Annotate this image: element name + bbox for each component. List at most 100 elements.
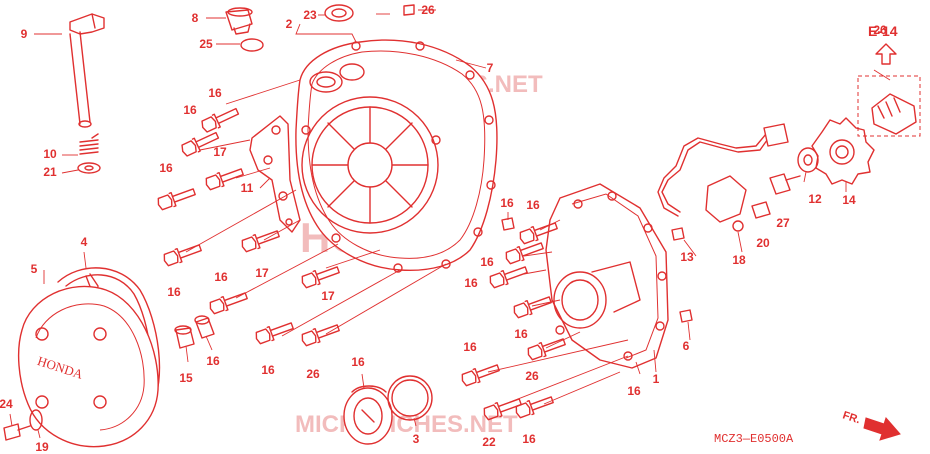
callout-10: 10 <box>43 147 57 161</box>
flange-bolt <box>205 168 244 191</box>
callout-16: 16 <box>522 432 536 446</box>
oil-filler-cap <box>225 7 253 35</box>
callout-25: 25 <box>199 37 213 51</box>
callout-23: 23 <box>303 8 317 22</box>
callout-26: 26 <box>306 367 320 381</box>
callout-3: 3 <box>413 432 420 446</box>
callout-16: 16 <box>514 327 528 341</box>
timing-hole-cap <box>343 385 393 445</box>
callout-21: 21 <box>43 165 57 179</box>
cover-bolt-special <box>194 315 215 339</box>
callout-16: 16 <box>183 103 197 117</box>
dowel-pin-mid <box>501 217 515 231</box>
callout-22: 22 <box>482 435 496 449</box>
flange-bolt <box>505 242 544 265</box>
flange-bolt <box>489 266 528 289</box>
shift-washer <box>77 162 101 174</box>
shift-spring <box>79 133 99 155</box>
flange-bolt <box>519 222 558 245</box>
flange-bolt <box>255 322 294 345</box>
callout-20: 20 <box>756 236 770 250</box>
rotor-bolt <box>769 173 801 195</box>
reference-label: E-14 <box>868 23 898 39</box>
callout-7: 7 <box>487 61 494 75</box>
callout-16: 16 <box>208 86 222 100</box>
leader-lines <box>9 9 891 439</box>
pulser-rotor <box>811 117 875 185</box>
sensor-harness <box>657 123 789 232</box>
rotor-washer <box>797 147 819 173</box>
callout-19: 19 <box>35 440 49 454</box>
callout-18: 18 <box>732 253 746 267</box>
callout-17: 17 <box>321 289 335 303</box>
callout-26: 26 <box>525 369 539 383</box>
callout-16: 16 <box>214 270 228 284</box>
callout-27: 27 <box>776 216 790 230</box>
oil-seal <box>324 4 354 22</box>
flange-bolt <box>201 107 240 133</box>
callout-5: 5 <box>31 262 38 276</box>
callout-14: 14 <box>842 193 856 207</box>
callout-16: 16 <box>167 285 181 299</box>
callout-16: 16 <box>526 198 540 212</box>
dowel-pin-right-upper <box>671 227 685 241</box>
cover-bracket <box>249 115 301 233</box>
flange-bolt <box>157 188 196 211</box>
callout-6: 6 <box>683 339 690 353</box>
callout-2: 2 <box>286 17 293 31</box>
flange-bolt <box>301 324 340 347</box>
dowel-pin-top <box>403 4 415 16</box>
callout-16: 16 <box>463 340 477 354</box>
callout-12: 12 <box>808 192 822 206</box>
callout-26: 26 <box>421 3 435 17</box>
reference-arrow <box>875 43 897 65</box>
flange-bolt <box>513 296 552 319</box>
callout-16: 16 <box>464 276 478 290</box>
cap-o-ring <box>387 375 433 421</box>
flange-bolt <box>461 364 500 387</box>
diagram-code: MCZ3—E0500A <box>714 432 794 446</box>
left-crankcase-cover <box>295 39 498 273</box>
callout-16: 16 <box>480 255 494 269</box>
callout-1: 1 <box>653 372 660 386</box>
callout-11: 11 <box>241 181 254 195</box>
callout-16: 16 <box>500 196 514 210</box>
cover-plug <box>174 325 195 349</box>
drain-bolt <box>3 423 31 441</box>
front-direction-indicator: FR. <box>841 409 901 441</box>
shift-shaft <box>69 13 105 128</box>
callout-16: 16 <box>206 354 220 368</box>
callout-26: 26 <box>873 23 887 37</box>
flange-bolt <box>301 266 340 289</box>
callout-13: 13 <box>680 250 694 264</box>
bolt-group <box>157 107 566 421</box>
right-crankcase-cover <box>545 183 669 369</box>
callout-24: 24 <box>0 397 13 411</box>
callout-8: 8 <box>192 11 199 25</box>
crankshaft-reference: E-14 <box>857 23 921 137</box>
filler-cap-o-ring <box>240 38 264 52</box>
callout-17: 17 <box>255 266 269 280</box>
callout-17: 17 <box>213 145 227 159</box>
flange-bolt <box>527 338 566 361</box>
flange-bolt <box>209 292 248 315</box>
callout-16: 16 <box>159 161 173 175</box>
sealing-washer <box>29 409 43 431</box>
callout-15: 15 <box>179 371 193 385</box>
callout-4: 4 <box>81 235 88 249</box>
callout-9: 9 <box>21 27 28 41</box>
sensor-bolt <box>751 201 771 219</box>
dowel-pin-right-lower <box>679 309 693 323</box>
callout-16: 16 <box>351 355 365 369</box>
flange-bolt <box>515 396 554 419</box>
callout-16: 16 <box>261 363 275 377</box>
front-label: FR. <box>841 409 862 426</box>
generator-cover: HONDA <box>17 285 159 448</box>
flange-bolt <box>181 131 220 157</box>
callout-16: 16 <box>627 384 641 398</box>
flange-bolt <box>241 230 280 253</box>
flange-bolt <box>163 244 202 267</box>
